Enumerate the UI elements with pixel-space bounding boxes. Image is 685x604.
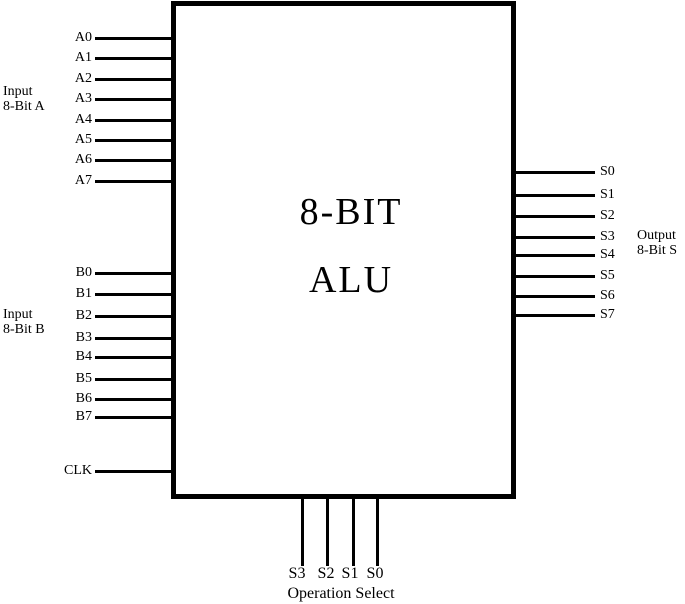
op-select-pin-1-label: S2 [317, 565, 335, 582]
pin-a6-label: A6 [74, 152, 92, 167]
pin-a5-line [95, 139, 171, 142]
block-title-line1: 8-BIT [299, 191, 403, 233]
pin-a1-line [95, 57, 171, 60]
pin-s6-label: S6 [600, 288, 615, 303]
pin-b0-line [95, 272, 171, 275]
block-title-line2: ALU [308, 259, 394, 301]
input-a-group-label: Input 8-Bit A [3, 84, 45, 114]
pin-b6-label: B6 [75, 391, 92, 406]
input-b-group-label-line1: Input [3, 307, 33, 322]
pin-b5-line [95, 378, 171, 381]
pin-s1-line [514, 194, 595, 197]
pin-b4-label: B4 [75, 349, 92, 364]
pin-s4-label: S4 [600, 247, 615, 262]
op-select-pin-3-line [376, 499, 379, 566]
op-select-pin-2-line [352, 499, 355, 566]
pin-s3-label: S3 [600, 229, 615, 244]
pin-b3-line [95, 337, 171, 340]
pin-b0-label: B0 [75, 265, 92, 280]
output-s-group-label-line2: 8-Bit S [637, 243, 678, 258]
input-a-group-label-line2: 8-Bit A [3, 99, 45, 114]
op-select-pin-0-line [301, 499, 304, 566]
pin-b4-line [95, 356, 171, 359]
pin-s0-label: S0 [600, 164, 615, 179]
pin-a2-label: A2 [74, 71, 92, 86]
pin-b6-line [95, 398, 171, 401]
pin-a4-label: A4 [74, 112, 92, 127]
pin-s1-label: S1 [600, 187, 615, 202]
input-a-group-label-line1: Input [3, 84, 33, 99]
pin-a5-label: A5 [74, 132, 92, 147]
pin-s3-line [514, 236, 595, 239]
pin-a2-line [95, 78, 171, 81]
pin-s0-line [514, 171, 595, 174]
pin-clk-label: CLK [64, 463, 92, 478]
pin-a1-label: A1 [74, 50, 92, 65]
op-select-pin-3-label: S0 [366, 565, 384, 582]
pin-b2-label: B2 [75, 308, 92, 323]
op-select-pin-2-label: S1 [341, 565, 359, 582]
op-select-pin-1-line [326, 499, 329, 566]
pin-a6-line [95, 159, 171, 162]
output-s-group-label-line1: Output [637, 228, 676, 243]
pin-s5-line [514, 275, 595, 278]
pin-s2-line [514, 215, 595, 218]
pin-a0-label: A0 [74, 30, 92, 45]
op-select-pin-0-label: S3 [288, 565, 306, 582]
pin-b1-label: B1 [75, 286, 92, 301]
alu-block [171, 1, 516, 499]
pin-a3-line [95, 98, 171, 101]
pin-s7-line [514, 314, 595, 317]
pin-b5-label: B5 [75, 371, 92, 386]
pin-s6-line [514, 295, 595, 298]
pin-b1-line [95, 293, 171, 296]
pin-s5-label: S5 [600, 268, 615, 283]
pin-b3-label: B3 [75, 330, 92, 345]
pin-a7-line [95, 180, 171, 183]
pin-s7-label: S7 [600, 307, 615, 322]
pin-b7-label: B7 [75, 409, 92, 424]
pin-b2-line [95, 315, 171, 318]
pin-s4-line [514, 254, 595, 257]
operation-select-label: Operation Select [287, 585, 395, 602]
input-b-group-label: Input 8-Bit B [3, 307, 45, 337]
output-s-group-label: Output 8-Bit S [637, 228, 677, 258]
pin-a4-line [95, 119, 171, 122]
input-b-group-label-line2: 8-Bit B [3, 322, 45, 337]
pin-clk-line [95, 470, 171, 473]
pin-b7-line [95, 416, 171, 419]
pin-a0-line [95, 37, 171, 40]
pin-a3-label: A3 [74, 91, 92, 106]
pin-a7-label: A7 [74, 173, 92, 188]
pin-s2-label: S2 [600, 208, 615, 223]
